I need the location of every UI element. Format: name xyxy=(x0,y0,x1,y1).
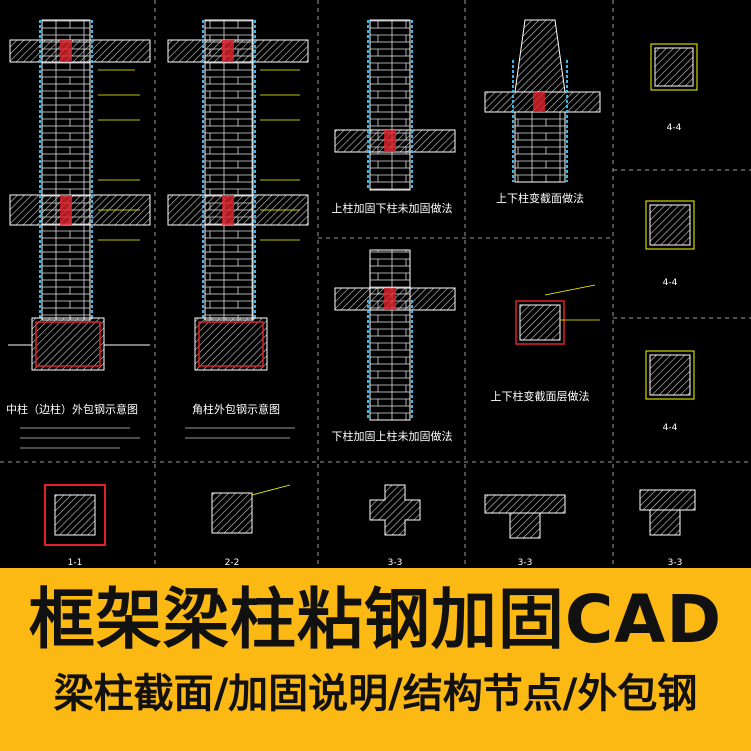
caption-corner-column: 角柱外包钢示意图 xyxy=(192,402,280,416)
mid-column-elevation xyxy=(8,19,151,371)
section-3-3-c xyxy=(639,489,696,536)
section-change-layer-detail xyxy=(515,284,600,345)
label-section-4-4-c: 4-4 xyxy=(663,423,678,433)
label-section-4-4-a: 4-4 xyxy=(667,123,682,133)
panel-dividers xyxy=(0,0,751,568)
label-section-2-2: 2-2 xyxy=(225,558,240,568)
section-4-4-b xyxy=(645,200,695,250)
lower-column-elevation xyxy=(334,249,456,421)
section-2-2 xyxy=(211,484,291,534)
label-section-3-3-a: 3-3 xyxy=(388,558,403,568)
caption-mid-column: 中柱（边柱）外包钢示意图 xyxy=(6,402,138,416)
label-section-3-3-b: 3-3 xyxy=(518,558,533,568)
label-section-1-1: 1-1 xyxy=(68,558,83,568)
title-banner xyxy=(0,568,751,751)
notes-corner-column xyxy=(185,427,295,439)
section-4-4-a xyxy=(650,43,698,91)
caption-upper-column: 上柱加固下柱未加固做法 xyxy=(332,201,453,215)
label-section-3-3-c: 3-3 xyxy=(668,558,683,568)
banner-subtitle: 梁柱截面/加固说明/结构节点/外包钢 xyxy=(53,671,698,717)
section-3-3-b xyxy=(484,494,566,539)
caption-section-change: 上下柱变截面做法 xyxy=(496,191,584,205)
caption-lower-column: 下柱加固上柱未加固做法 xyxy=(332,429,453,443)
section-3-3-a xyxy=(369,484,421,536)
banner-title: 框架梁柱粘钢加固CAD xyxy=(28,581,723,658)
corner-column-elevation xyxy=(167,19,309,371)
section-4-4-c xyxy=(645,350,695,400)
caption-section-change-layer: 上下柱变截面层做法 xyxy=(491,389,590,403)
upper-column-elevation xyxy=(334,19,456,191)
section-change-elevation xyxy=(484,19,601,183)
cad-drawing: 中柱（边柱）外包钢示意图 角柱外包钢示意图 xyxy=(0,0,751,568)
label-section-4-4-b: 4-4 xyxy=(663,278,678,288)
notes-mid-column xyxy=(20,427,140,449)
section-1-1 xyxy=(44,484,106,546)
